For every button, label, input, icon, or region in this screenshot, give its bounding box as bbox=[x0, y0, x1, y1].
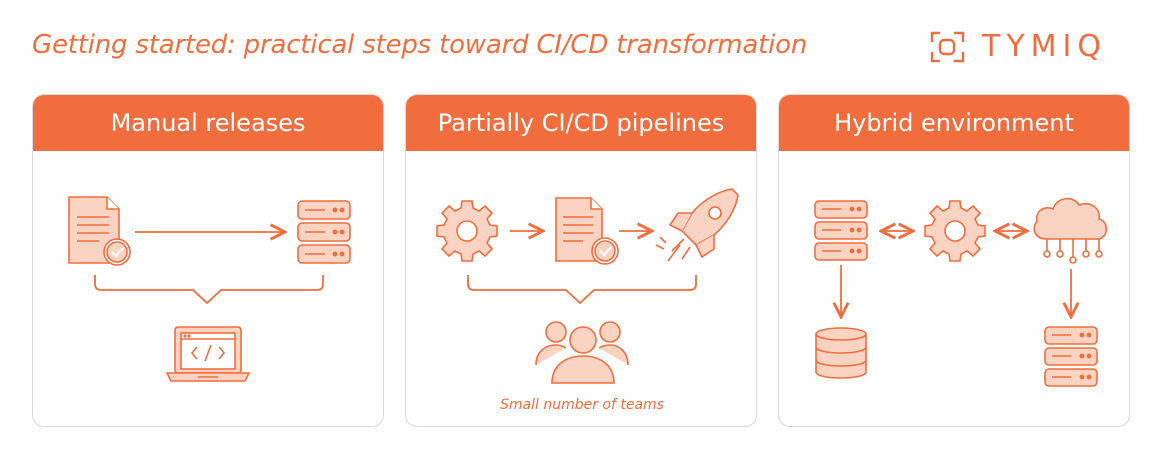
panel-hybrid-environment: Hybrid environment bbox=[778, 94, 1130, 427]
panel-diagram bbox=[436, 188, 739, 384]
panel-title: Hybrid environment bbox=[779, 95, 1129, 151]
panel-partial-ci-cd: Partially CI/CD pipelines bbox=[405, 94, 757, 427]
document-check-icon bbox=[555, 197, 619, 265]
logo-mark-icon bbox=[930, 31, 965, 63]
panel-diagram bbox=[68, 196, 351, 382]
panel-title: Partially CI/CD pipelines bbox=[406, 95, 756, 151]
server-icon bbox=[297, 200, 351, 264]
logo-text: TYMIQ bbox=[982, 29, 1107, 64]
gear-icon bbox=[436, 200, 498, 262]
server-icon bbox=[814, 200, 868, 261]
team-icon bbox=[535, 321, 629, 384]
group-bracket bbox=[467, 275, 697, 305]
panel-diagram bbox=[814, 197, 1108, 387]
laptop-code-icon bbox=[165, 326, 251, 382]
tymiq-logo: TYMIQ bbox=[930, 30, 1135, 64]
rocket-icon bbox=[655, 188, 739, 262]
database-icon bbox=[815, 327, 867, 379]
document-check-icon bbox=[68, 196, 131, 266]
server-icon bbox=[1044, 326, 1098, 387]
gear-icon bbox=[924, 200, 986, 262]
panel-caption: Small number of teams bbox=[500, 397, 664, 413]
panel-manual-releases: Manual releases bbox=[32, 94, 384, 427]
panel-title: Manual releases bbox=[33, 95, 383, 151]
page-title: Getting started: practical steps toward … bbox=[32, 30, 808, 60]
cloud-network-icon bbox=[1033, 197, 1108, 264]
group-bracket bbox=[94, 275, 324, 305]
